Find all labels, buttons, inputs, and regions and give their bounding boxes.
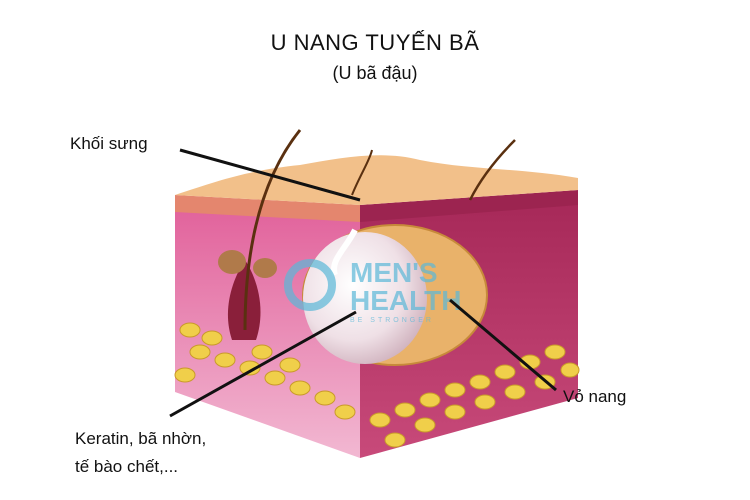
watermark-logo: MEN'S HEALTH BE STRONGER: [284, 257, 461, 324]
epidermis-right: [360, 190, 578, 222]
watermark-line1: MEN'S: [350, 257, 438, 288]
hair: [468, 139, 516, 201]
diagram-title: U NANG TUYẾN BÃ: [270, 30, 480, 55]
epidermis-left: [175, 195, 360, 222]
hair: [243, 129, 302, 331]
pointer-line-contents: [169, 310, 357, 418]
sebaceous-gland: [218, 250, 246, 274]
hair: [351, 149, 373, 196]
pointer-line-swelling: [179, 148, 361, 202]
watermark-line2: HEALTH: [350, 285, 461, 316]
watermark-tagline: BE STRONGER: [350, 317, 434, 324]
label-contents-line1: Keratin, bã nhờn,: [75, 429, 207, 448]
diagram-subtitle: (U bã đậu): [332, 63, 418, 83]
fat-lobules: [174, 322, 580, 448]
label-contents-line2: tế bào chết,...: [75, 457, 179, 476]
label-capsule: Vỏ nang: [563, 387, 627, 406]
label-swelling: Khối sưng: [70, 134, 148, 153]
skin-surface: [175, 155, 578, 205]
pointer-line-capsule: [449, 298, 557, 392]
hair-follicle: [227, 260, 261, 340]
